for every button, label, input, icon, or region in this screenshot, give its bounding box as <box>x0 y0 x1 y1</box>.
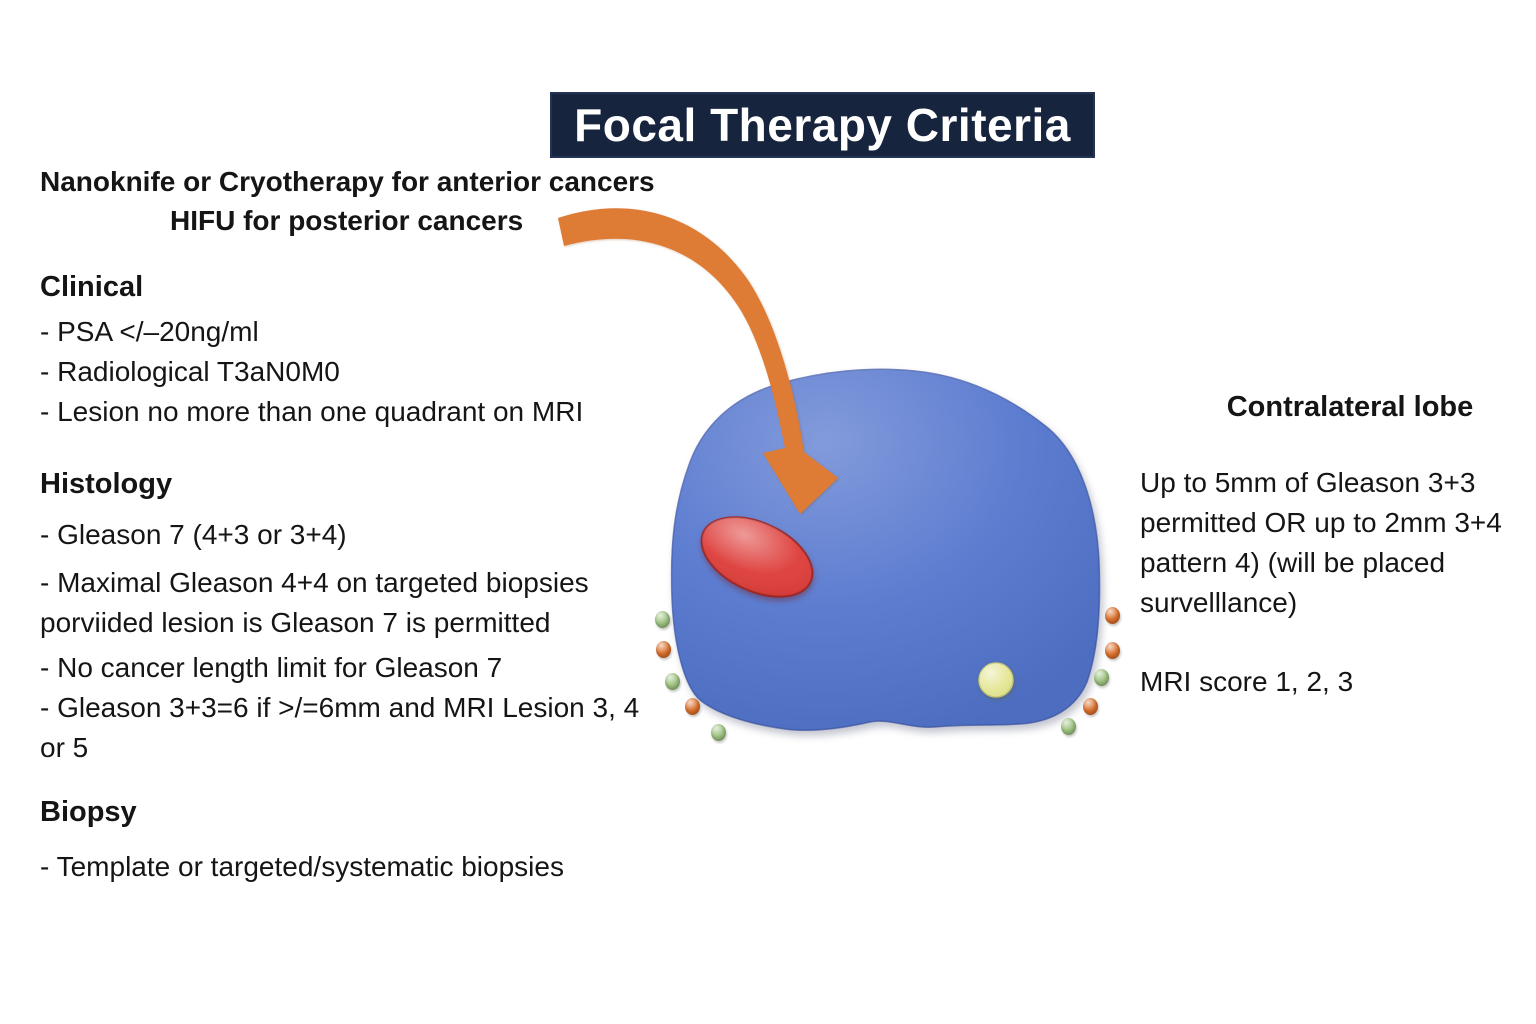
list-item-line: - Maximal Gleason 4+4 on targeted biopsi… <box>40 567 589 598</box>
biopsy-core-dot <box>655 611 670 628</box>
biopsy-core-dot <box>1105 607 1120 624</box>
biopsy-heading: Biopsy <box>40 796 137 828</box>
list-item: - No cancer length limit for Gleason 7 <box>40 652 503 683</box>
list-item: - Radiological T3aN0M0 <box>40 356 340 387</box>
mri-score-text: MRI score 1, 2, 3 <box>1140 666 1354 697</box>
prostate-shape <box>670 368 1101 732</box>
biopsy-core-dot <box>1061 718 1076 735</box>
contralateral-paragraph: Up to 5mm of Gleason 3+3 permitted OR up… <box>1140 463 1502 623</box>
lesion-group <box>700 516 814 598</box>
list-item: - Maximal Gleason 4+4 on targeted biopsi… <box>40 563 589 643</box>
biopsy-core-dot <box>1094 669 1109 686</box>
list-item-line: porviided lesion is Gleason 7 is permitt… <box>40 607 551 638</box>
list-item-line: or 5 <box>40 732 89 763</box>
biopsy-core-dot <box>1105 642 1120 659</box>
list-item: - Template or targeted/systematic biopsi… <box>40 851 564 882</box>
clinical-list: - PSA </–20ng/ml - Radiological T3aN0M0 … <box>40 312 583 432</box>
biopsy-core-dot <box>685 698 700 715</box>
histology-heading: Histology <box>40 468 173 500</box>
lesion-highlight <box>701 517 813 597</box>
prostate-highlight <box>671 369 1100 731</box>
lesion-ellipse <box>700 516 814 598</box>
therapy-annotation-line2: HIFU for posterior cancers <box>170 205 524 236</box>
title-banner: Focal Therapy Criteria <box>550 92 1095 158</box>
therapy-annotation-line1: Nanoknife or Cryotherapy for anterior ca… <box>40 166 655 197</box>
paragraph-line: survelllance) <box>1140 587 1298 618</box>
page-title: Focal Therapy Criteria <box>574 99 1071 151</box>
contralateral-heading: Contralateral lobe <box>1226 391 1474 423</box>
curved-arrow-icon <box>558 208 838 514</box>
nodule-circle <box>978 662 1014 698</box>
biopsy-core-dot <box>711 724 726 741</box>
list-item: - Lesion no more than one quadrant on MR… <box>40 396 584 427</box>
list-item: - PSA </–20ng/ml <box>40 316 259 347</box>
paragraph-line: pattern 4) (will be placed <box>1140 547 1446 578</box>
list-item-line: - Gleason 3+3=6 if >/=6mm and MRI Lesion… <box>40 692 640 723</box>
paragraph-line: Up to 5mm of Gleason 3+3 <box>1140 467 1476 498</box>
nodule-highlight <box>979 663 1013 697</box>
biopsy-core-dot <box>656 641 671 658</box>
paragraph-line: permitted OR up to 2mm 3+4 <box>1140 507 1502 538</box>
clinical-heading: Clinical <box>40 271 144 303</box>
biopsy-core-dot <box>1083 698 1098 715</box>
list-item: - Gleason 3+3=6 if >/=6mm and MRI Lesion… <box>40 688 639 768</box>
biopsy-core-dot <box>665 673 680 690</box>
list-item: - Gleason 7 (4+3 or 3+4) <box>40 519 347 550</box>
